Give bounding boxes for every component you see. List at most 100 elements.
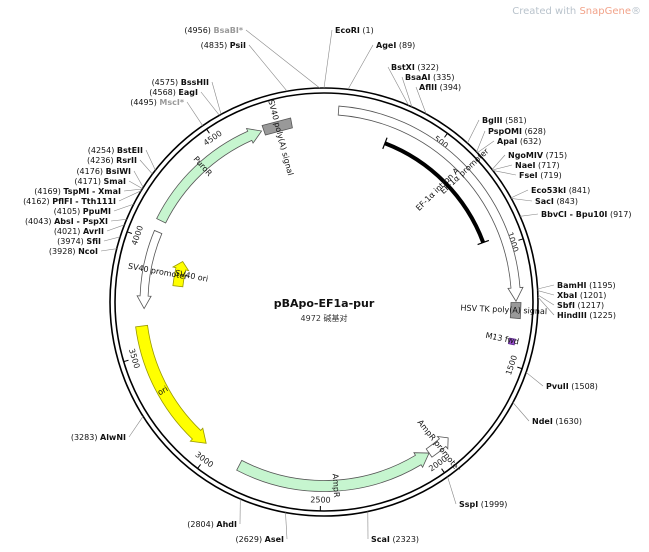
site-ncoi: (3928) NcoI (49, 247, 117, 256)
site-label: (4568) EagI (149, 88, 198, 97)
site-position: (4162) (23, 197, 50, 206)
site-xbai: XbaI (1201) (537, 290, 606, 300)
site-label: AflII (394) (419, 83, 461, 92)
site-ecori: EcoRI (1) (323, 26, 374, 89)
site-leader (510, 189, 529, 199)
watermark-brand: SnapGene (579, 6, 631, 17)
site-position: (4105) (54, 207, 81, 216)
site-pvuii: PvuII (1508) (525, 372, 598, 391)
site-bbvci-bpu10i: BbvCI - Bpu10I (917) (520, 210, 631, 219)
site-label: ScaI (2323) (371, 535, 419, 544)
site-avrii: (4021) AvrII (54, 224, 125, 236)
site-leader (186, 101, 203, 126)
site-label: SbfI (1217) (557, 301, 604, 310)
site-name: BstXI (391, 63, 415, 72)
site-eco53ki: Eco53kI (841) (510, 186, 590, 199)
site-position: (4956) (184, 26, 211, 35)
tick-label: 3500 (127, 347, 141, 369)
site-label: (4254) BstEII (88, 146, 143, 155)
site-name: BsiWI (106, 167, 131, 176)
feature-sv40-ori: SV40 ori (171, 260, 209, 288)
site-absi-pspxi: (4043) AbsI - PspXI (25, 217, 127, 226)
site-name: XbaI (557, 291, 577, 300)
site-bsiwi: (4176) BsiWI (76, 167, 144, 188)
site-pflfi-tth111i: (4162) PflFI - Tth111I (23, 190, 142, 206)
site-asei: (2629) AseI (235, 512, 288, 544)
site-label: AgeI (89) (376, 41, 415, 50)
site-label: XbaI (1201) (557, 291, 606, 300)
feature-cap (382, 137, 388, 150)
site-leader (492, 164, 513, 171)
site-eagi: (4568) EagI (149, 88, 220, 116)
site-name: PsiI (230, 41, 246, 50)
site-leader (128, 180, 143, 189)
feature-label: M13 fwd (485, 331, 520, 347)
site-label: (3974) SfiI (57, 237, 101, 246)
site-name: PpuMI (83, 207, 111, 216)
tick-mark (197, 464, 202, 469)
site-name: SmaI (104, 177, 126, 186)
site-leader (128, 416, 144, 438)
feature-label: EF-1α intron A (414, 166, 461, 213)
watermark-prefix: Created with (512, 6, 580, 17)
site-position: (2323) (392, 535, 419, 544)
feature-arc (384, 141, 486, 244)
site-label: SspI (1999) (459, 500, 507, 509)
site-name: FseI (519, 171, 538, 180)
site-label: BglII (581) (482, 116, 527, 125)
site-alwni: (3283) AlwNI (71, 416, 144, 442)
site-name: AlwNI (100, 433, 126, 442)
site-position: (4021) (54, 227, 81, 236)
site-position: (581) (505, 116, 527, 125)
site-leader (211, 81, 222, 115)
site-leader (511, 198, 533, 202)
site-leader (467, 119, 480, 144)
site-position: (2804) (187, 520, 214, 529)
site-bsaai: BsaAI (335) (401, 73, 455, 107)
site-aflii: AflII (394) (415, 83, 461, 115)
feature-label: SV40 poly(A) signal (266, 99, 295, 177)
site-rsrii: (4236) RsrII (87, 156, 153, 175)
tick-label: 3000 (193, 450, 215, 469)
site-label: (2804) AhdI (187, 520, 237, 529)
site-leader (133, 170, 144, 188)
site-name: RsrII (116, 156, 137, 165)
site-label: NdeI (1630) (532, 417, 582, 426)
site-position: (4575) (152, 78, 179, 87)
site-position: (4043) (25, 217, 52, 226)
site-position: (1201) (580, 291, 607, 300)
site-name: EcoRI (335, 26, 360, 35)
site-label: (4176) BsiWI (76, 167, 131, 176)
site-position: (89) (399, 41, 415, 50)
site-name: PvuII (546, 382, 569, 391)
site-position: (4568) (149, 88, 176, 97)
site-position: (4171) (74, 177, 101, 186)
site-leader (477, 140, 495, 153)
site-name: BstEII (117, 146, 143, 155)
site-leader (285, 512, 288, 540)
site-sfii: (3974) SfiI (57, 236, 121, 246)
site-saci: SacI (843) (511, 197, 578, 206)
site-position: (715) (546, 151, 568, 160)
site-position: (4835) (201, 41, 228, 50)
site-position: (4176) (76, 167, 103, 176)
site-position: (717) (538, 161, 560, 170)
feature-arrow (425, 436, 449, 458)
site-label: BamHI (1195) (557, 281, 616, 290)
site-label: (3283) AlwNI (71, 433, 126, 442)
watermark-suffix: ® (631, 6, 641, 17)
feature-puror: PuroR (156, 127, 263, 224)
site-position: (335) (433, 73, 455, 82)
site-position: (1225) (589, 311, 616, 320)
tick-mark (518, 238, 524, 241)
site-leader (200, 91, 220, 116)
site-ndei: NdeI (1630) (512, 402, 582, 426)
site-leader (520, 213, 539, 217)
site-name: BsaAI (405, 73, 430, 82)
plasmid-size: 4972 碱基对 (301, 313, 348, 323)
site-position: (3974) (57, 237, 84, 246)
site-position: (1195) (589, 281, 616, 290)
site-label: FseI (719) (519, 171, 562, 180)
site-position: (4236) (87, 156, 114, 165)
